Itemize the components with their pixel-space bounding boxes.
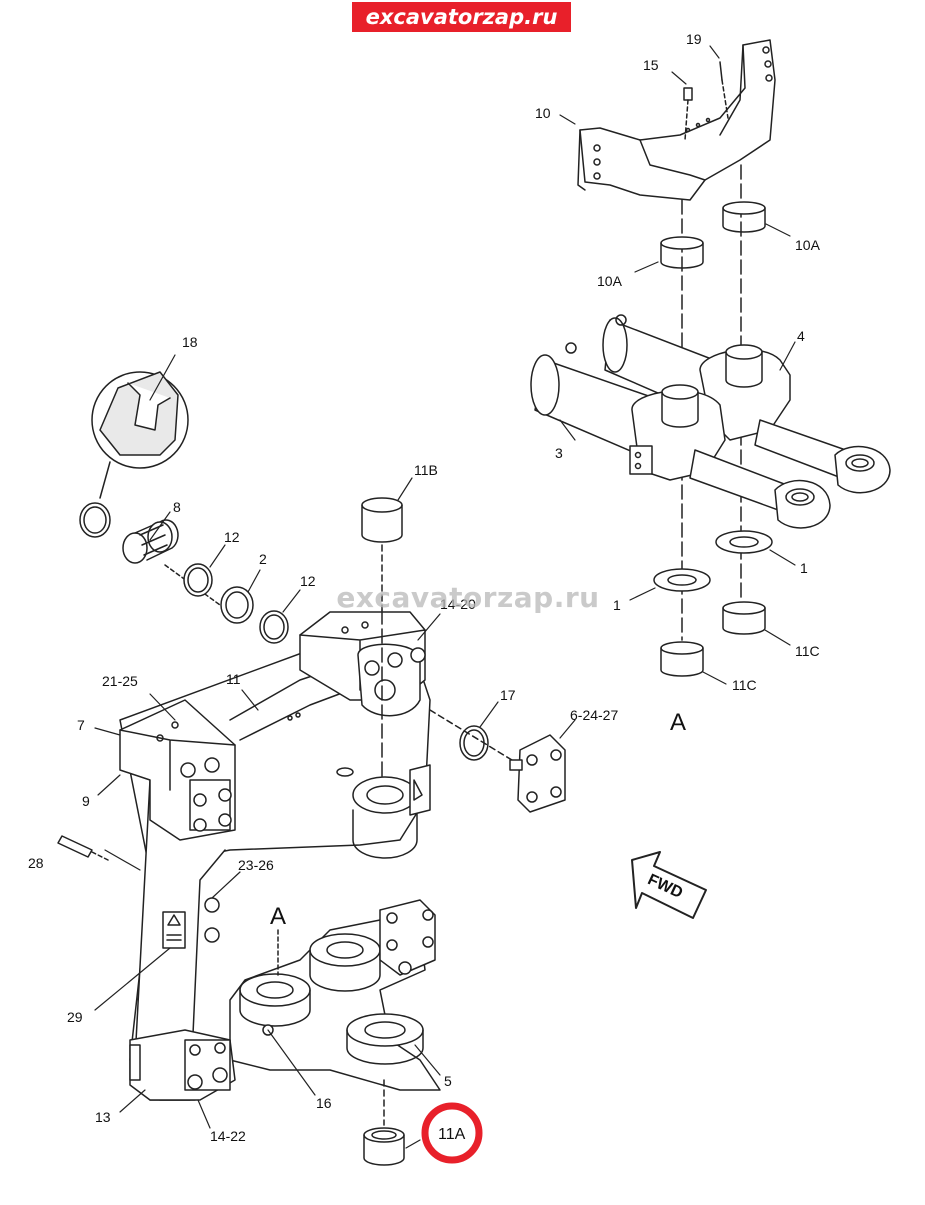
bushing-part-11b [361,497,403,611]
callout-14-20: 14-20 [440,596,476,612]
ring-part-2 [220,586,254,624]
callout-11c-right: 11C [795,643,820,659]
bolt-part-19 [719,61,729,119]
callout-1-right: 1 [800,560,808,576]
main-frame-part-11 [119,611,441,1101]
callout-23-26: 23-26 [238,857,274,873]
ring-part-12-upper [183,563,213,597]
callout-11a: 11A [438,1126,466,1143]
cylinder-part-3 [530,342,831,529]
o-ring-part [79,502,111,538]
section-marker-a-frame: A [270,903,286,930]
washer-part-1-left [653,568,711,592]
callout-4: 4 [797,328,805,344]
callout-21-25: 21-25 [102,673,138,689]
callout-2: 2 [259,551,267,567]
bushing-part-10a-left [660,236,704,269]
brand-banner: excavatorzap.ru [352,2,571,32]
callout-1-left: 1 [613,597,621,613]
callout-16: 16 [316,1095,332,1111]
callout-12-lower: 12 [300,573,316,589]
callout-11b: 11B [414,462,438,478]
callout-5: 5 [444,1073,452,1089]
callout-19: 19 [686,31,702,47]
bushing-part-11c-left [660,641,704,677]
bushing-part-11c-right [722,601,766,635]
bushing-part-10a-right [722,201,766,233]
callout-8: 8 [173,499,181,515]
callout-3: 3 [555,445,563,461]
o-ring-part-17 [459,725,489,761]
callout-28: 28 [28,855,44,871]
bushing-part-11a [363,1079,405,1166]
callout-15: 15 [643,57,659,73]
highlighted-callout-11a: 11A [421,1102,483,1164]
callout-17: 17 [500,687,516,703]
piston-axis [164,564,221,606]
callout-11c-left: 11C [732,677,757,693]
washer-part-1-right [715,530,773,554]
callout-labels: 10 15 19 10A 10A 4 3 1 1 11C 11C A 18 8 … [28,31,821,1144]
section-marker-a-top: A [670,709,686,736]
callout-6-24-27: 6-24-27 [570,707,618,723]
leader-lines [94,45,796,1149]
callout-29: 29 [67,1009,83,1025]
upper-bracket-part-10 [577,39,776,201]
callout-9: 9 [82,793,90,809]
callout-12-upper: 12 [224,529,240,545]
callout-11: 11 [226,671,241,687]
callout-18: 18 [182,334,198,350]
pin-part-28 [57,835,109,861]
ring-part-12-lower [259,610,289,644]
seal-detail-circle-part-18 [91,371,189,499]
clamp-part-6-24-27 [509,734,566,813]
clamp-axis [429,709,521,766]
piston-part-8 [122,519,179,564]
callout-10a-left: 10A [597,273,623,289]
callout-13: 13 [95,1109,111,1125]
callout-7: 7 [77,717,85,733]
callout-10a-right: 10A [795,237,821,253]
bolt-part-15 [683,87,693,141]
callout-14-22: 14-22 [210,1128,246,1144]
callout-10: 10 [535,105,551,121]
forward-arrow-icon: FWD [631,851,707,919]
